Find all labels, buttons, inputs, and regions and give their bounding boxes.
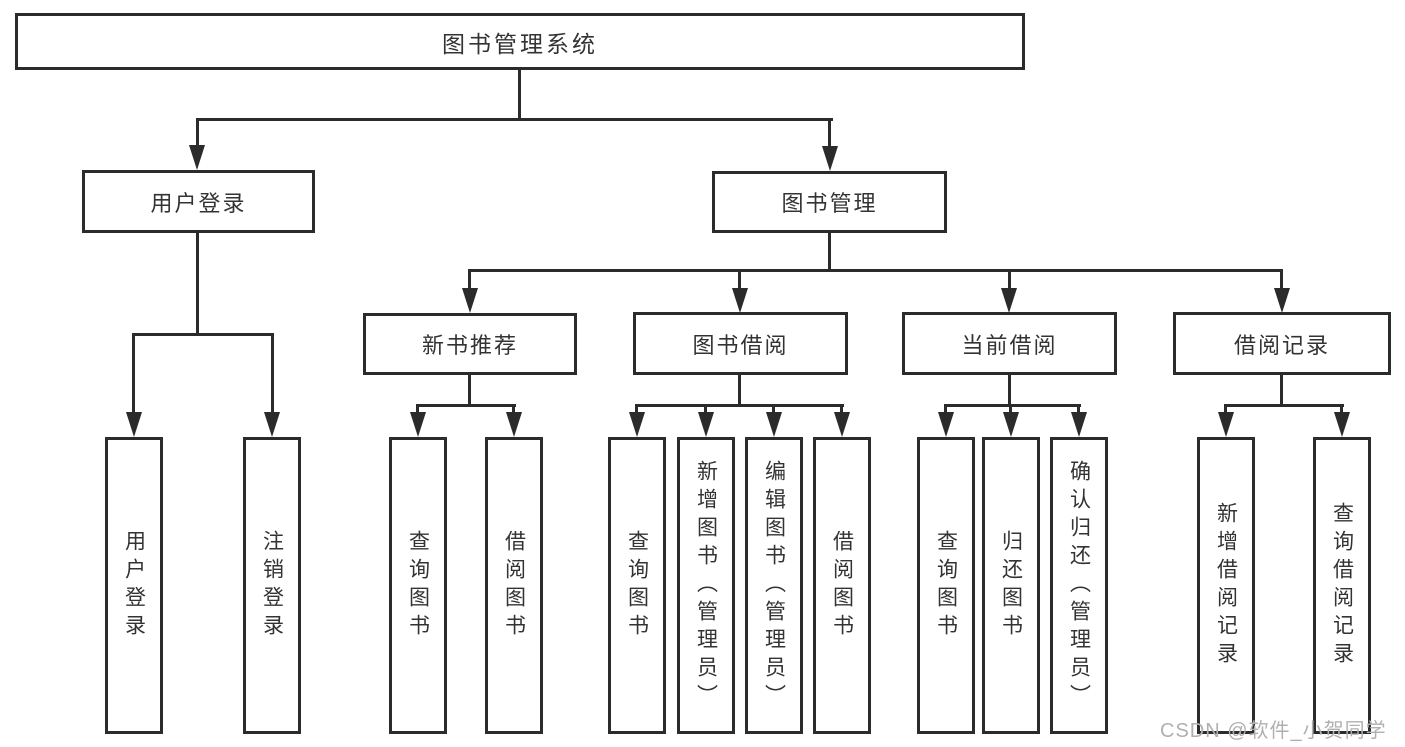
connector-stem-e2	[1340, 404, 1343, 414]
leaf-borrow-books-label: 借阅图书	[830, 529, 854, 642]
leaf-query-books-recommend: 查询图书	[389, 437, 447, 734]
leaf-borrow-books-recommend-label: 借阅图书	[502, 529, 526, 642]
leaf-add-borrow-record: 新增借阅记录	[1197, 437, 1255, 734]
connector-level3-split	[469, 269, 1283, 272]
node-borrow-records-label: 借阅记录	[1233, 332, 1330, 358]
arrowhead-e1	[1218, 412, 1234, 437]
connector-stem-b1	[416, 404, 419, 414]
connector-stem-d3	[1077, 404, 1080, 414]
leaf-user-login-label: 用户登录	[122, 529, 146, 642]
node-current-borrow: 当前借阅	[902, 312, 1117, 375]
leaf-query-books-borrow-label: 查询图书	[625, 529, 649, 642]
arrowhead-c1	[629, 412, 645, 437]
leaf-confirm-return-admin: 确认归还（管理员）	[1050, 437, 1108, 734]
connector-new-book-trunk	[468, 375, 471, 406]
leaf-query-borrow-record: 查询借阅记录	[1313, 437, 1371, 734]
connector-current-borrow-split	[944, 404, 1081, 407]
connector-stem-leaf-user-login	[132, 333, 135, 413]
leaf-logout-login-label: 注销登录	[260, 529, 284, 642]
arrowhead-d3	[1071, 412, 1087, 437]
connector-borrow-records-trunk	[1280, 375, 1283, 406]
node-book-management-label: 图书管理	[781, 191, 878, 216]
connector-stem-book-borrow	[738, 269, 741, 289]
arrowhead-book-borrow	[732, 288, 748, 313]
connector-new-book-split	[416, 404, 516, 407]
leaf-borrow-books-recommend: 借阅图书	[485, 437, 543, 734]
connector-stem-book-management	[828, 118, 831, 148]
leaf-query-books-current-label: 查询图书	[934, 529, 958, 642]
arrowhead-c2	[698, 412, 714, 437]
arrowhead-leaf-user-login	[126, 412, 142, 437]
node-book-borrow-label: 图书借阅	[692, 332, 789, 358]
leaf-edit-books-admin-label: 编辑图书（管理员）	[762, 459, 786, 712]
node-library-system-label: 图书管理系统	[442, 30, 598, 57]
leaf-query-borrow-record-label: 查询借阅记录	[1330, 501, 1354, 670]
arrowhead-leaf-logout	[264, 412, 280, 437]
connector-stem-c1	[635, 404, 638, 414]
connector-stem-d2	[1009, 404, 1012, 414]
arrowhead-b1	[410, 412, 426, 437]
connector-stem-c3	[772, 404, 775, 414]
leaf-add-borrow-record-label: 新增借阅记录	[1214, 501, 1238, 670]
arrowhead-d2	[1003, 412, 1019, 437]
leaf-edit-books-admin: 编辑图书（管理员）	[745, 437, 803, 734]
node-library-system: 图书管理系统	[15, 13, 1025, 70]
connector-current-borrow-trunk	[1008, 375, 1011, 406]
arrowhead-current-borrow	[1001, 288, 1017, 313]
leaf-query-books-current: 查询图书	[917, 437, 975, 734]
leaf-query-books-borrow: 查询图书	[608, 437, 666, 734]
connector-book-borrow-trunk	[738, 375, 741, 406]
arrowhead-b2	[506, 412, 522, 437]
leaf-borrow-books: 借阅图书	[813, 437, 871, 734]
connector-borrow-records-split	[1224, 404, 1344, 407]
node-book-management: 图书管理	[712, 171, 947, 233]
connector-stem-leaf-logout	[271, 333, 274, 413]
connector-stem-c4	[840, 404, 843, 414]
connector-stem-d1	[944, 404, 947, 414]
leaf-return-books: 归还图书	[982, 437, 1040, 734]
connector-stem-b2	[512, 404, 515, 414]
leaf-add-books-admin-label: 新增图书（管理员）	[694, 459, 718, 712]
leaf-logout-login: 注销登录	[243, 437, 301, 734]
connector-user-login-split	[132, 333, 274, 336]
connector-stem-user-login	[196, 118, 199, 148]
arrowhead-new-book	[462, 288, 478, 313]
connector-book-borrow-split	[635, 404, 844, 407]
node-current-borrow-label: 当前借阅	[961, 332, 1058, 358]
connector-stem-borrow-records	[1280, 269, 1283, 289]
connector-user-login-trunk	[196, 233, 199, 336]
leaf-confirm-return-admin-label: 确认归还（管理员）	[1067, 459, 1091, 712]
connector-stem-new-book	[468, 269, 471, 289]
connector-stem-e1	[1224, 404, 1227, 414]
node-user-login-label: 用户登录	[150, 190, 247, 216]
arrowhead-e2	[1334, 412, 1350, 437]
arrowhead-d1	[938, 412, 954, 437]
arrowhead-c3	[766, 412, 782, 437]
connector-stem-current-borrow	[1008, 269, 1011, 289]
node-book-borrow: 图书借阅	[633, 312, 848, 375]
node-new-book-recommend: 新书推荐	[363, 313, 577, 375]
leaf-return-books-label: 归还图书	[999, 529, 1023, 642]
arrowhead-borrow-records	[1274, 288, 1290, 313]
connector-root-trunk	[518, 69, 521, 119]
connector-level1-split	[196, 118, 833, 121]
connector-book-management-trunk	[828, 233, 831, 272]
arrowhead-user-login	[189, 145, 205, 170]
leaf-query-books-recommend-label: 查询图书	[406, 529, 430, 642]
node-borrow-records: 借阅记录	[1173, 312, 1391, 375]
csdn-watermark: CSDN @软件_小贺同学	[1160, 720, 1387, 742]
node-new-book-recommend-label: 新书推荐	[421, 333, 518, 358]
leaf-add-books-admin: 新增图书（管理员）	[677, 437, 735, 734]
arrowhead-c4	[834, 412, 850, 437]
leaf-user-login: 用户登录	[105, 437, 163, 734]
node-user-login: 用户登录	[82, 170, 315, 233]
arrowhead-book-management	[822, 146, 838, 171]
connector-stem-c2	[704, 404, 707, 414]
